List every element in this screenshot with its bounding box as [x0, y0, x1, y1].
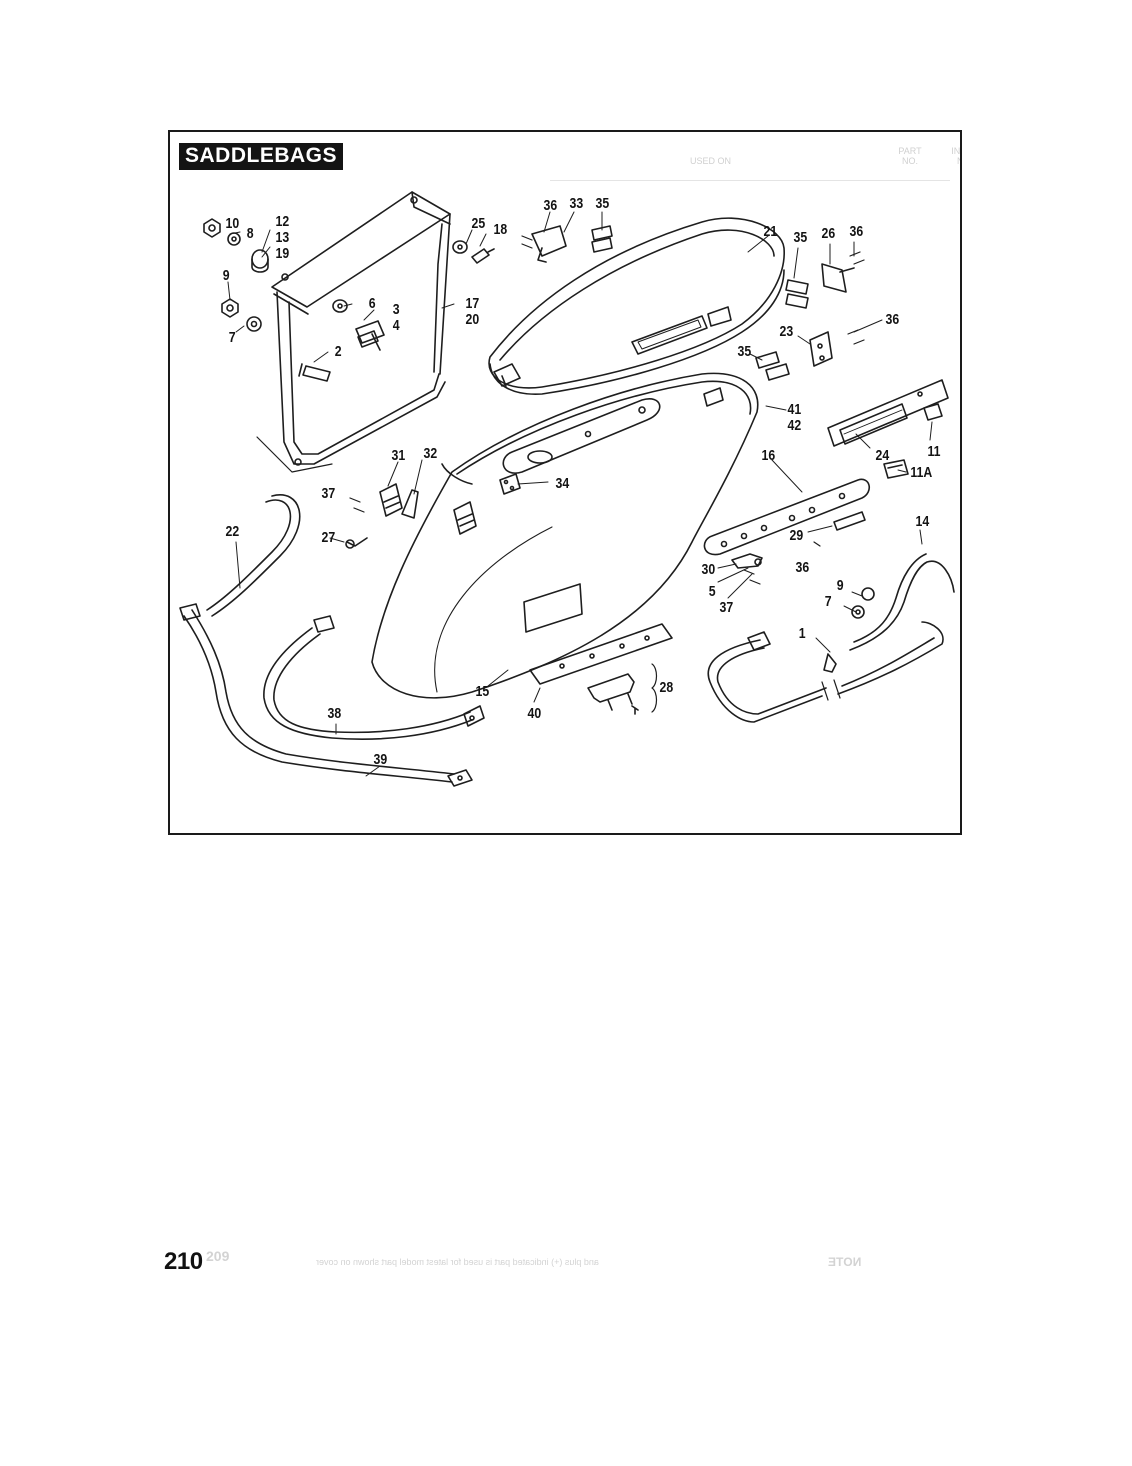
callout-23: 23 [780, 323, 794, 339]
mounting-bracket [256, 191, 451, 473]
saddlebag-body [371, 372, 759, 699]
lid-hardware [521, 225, 865, 381]
callout-39: 39 [374, 751, 388, 767]
callout-10: 10 [226, 215, 240, 231]
callout-28: 28 [660, 679, 674, 695]
callout-33: 33 [570, 195, 584, 211]
callout-14: 14 [916, 513, 930, 529]
ghost-column-index: INDEX NO. [951, 146, 961, 166]
callout-42: 42 [788, 417, 802, 433]
callout-labels: 10 8 12 13 19 25 18 36 33 35 21 35 26 36… [223, 195, 941, 767]
callout-36: 36 [886, 311, 900, 327]
reflector-assembly [827, 379, 949, 479]
ghost-table-header: USED ON PART NO. INDEX NO. [550, 142, 960, 182]
ghost-page-number: 209 [206, 1248, 230, 1264]
callout-37: 37 [720, 599, 734, 615]
callout-5: 5 [709, 583, 716, 599]
callout-15: 15 [476, 683, 490, 699]
callout-6: 6 [369, 295, 376, 311]
callout-35: 35 [596, 195, 610, 211]
callout-30: 30 [702, 561, 716, 577]
figure-frame: USED ON PART NO. INDEX NO. [168, 130, 962, 835]
callout-18: 18 [494, 221, 508, 237]
callout-36: 36 [850, 223, 864, 239]
callout-20: 20 [466, 311, 480, 327]
callout-36: 36 [544, 197, 558, 213]
callout-32: 32 [424, 445, 438, 461]
callout-21: 21 [764, 223, 778, 239]
upper-left-fasteners [203, 218, 495, 382]
page-number: 210 [164, 1248, 203, 1275]
guard-rail [707, 553, 955, 723]
latch-assembly [345, 483, 477, 549]
callout-25: 25 [472, 215, 486, 231]
callout-41: 41 [788, 401, 802, 417]
callout-29: 29 [790, 527, 804, 543]
callout-11: 11 [927, 443, 940, 459]
section-title: SADDLEBAGS [179, 143, 344, 170]
leader-lines [227, 211, 933, 777]
ghost-column-part: PART NO. [898, 146, 922, 166]
callout-35: 35 [794, 229, 808, 245]
saddlebag-exploded-diagram: 10 8 12 13 19 25 18 36 33 35 21 35 26 36… [179, 191, 955, 787]
callout-8: 8 [247, 225, 254, 241]
callout-17: 17 [466, 295, 480, 311]
callout-38: 38 [328, 705, 342, 721]
side-bracket [703, 478, 875, 619]
callout-34: 34 [556, 475, 570, 491]
saddlebag-lid [488, 217, 785, 395]
callout-27: 27 [322, 529, 336, 545]
callout-11a: 11A [910, 464, 932, 480]
callout-31: 31 [392, 447, 406, 463]
callout-1: 1 [799, 625, 806, 641]
callout-36: 36 [796, 559, 810, 575]
callout-35: 35 [738, 343, 752, 359]
callout-9: 9 [837, 577, 844, 593]
support-rails [179, 494, 485, 787]
callout-4: 4 [393, 317, 400, 333]
callout-12: 12 [276, 213, 290, 229]
callout-13: 13 [276, 229, 290, 245]
callout-16: 16 [762, 447, 776, 463]
callout-3: 3 [393, 301, 400, 317]
callout-7: 7 [825, 593, 832, 609]
callout-40: 40 [528, 705, 542, 721]
ghost-column-used-on: USED ON [690, 156, 732, 166]
ghost-note-label: NOTE [828, 1255, 862, 1269]
callout-22: 22 [226, 523, 240, 539]
ghost-footnote: and plus (+) indicated part is used for … [316, 1257, 599, 1267]
callout-19: 19 [276, 245, 290, 261]
callout-2: 2 [335, 343, 342, 359]
callout-7: 7 [229, 329, 236, 345]
callout-24: 24 [876, 447, 890, 463]
mounting-plate [529, 623, 673, 715]
callout-9: 9 [223, 267, 230, 283]
callout-26: 26 [822, 225, 836, 241]
callout-37: 37 [322, 485, 336, 501]
